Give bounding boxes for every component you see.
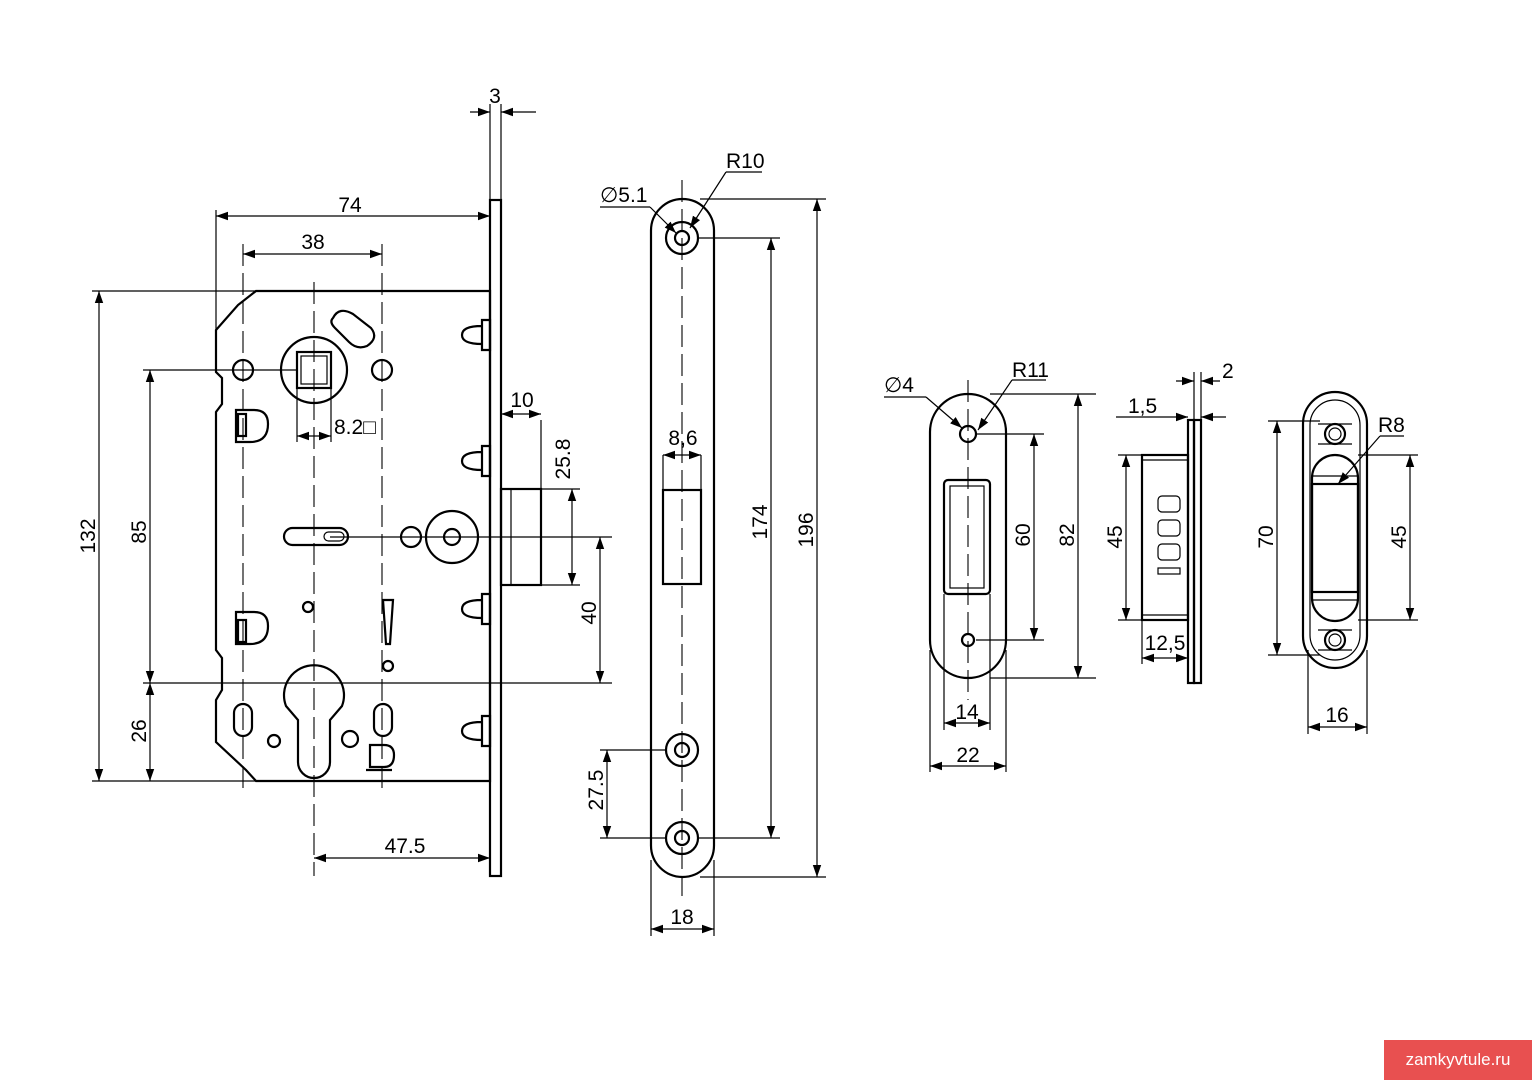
strike-front-window — [1310, 482, 1360, 594]
dim-backset: 38 — [301, 231, 324, 254]
dim-length: 196 — [795, 512, 818, 547]
dim-strike-window-width: 14 — [955, 701, 979, 724]
dim-front-hole-spacing: 70 — [1255, 525, 1278, 548]
dim-strike-hole-spacing: 60 — [1012, 523, 1035, 546]
dim-cylinder-backset: 47.5 — [385, 835, 426, 858]
strike-front-outline — [1301, 390, 1369, 670]
faceplate-pins — [460, 318, 492, 748]
strike-plate-view: ∅4 R11 60 82 14 22 — [884, 359, 1096, 772]
strike-front-view: R8 70 45 16 — [1255, 390, 1418, 734]
strike-side-view: 2 1,5 45 12,5 — [1104, 360, 1234, 685]
lock-body-outline — [214, 289, 492, 783]
lock-body-view: 3 74 38 8.2□ 132 85 26 10 25.8 — [77, 85, 612, 878]
dim-hole-diameter: ∅5.1 — [600, 184, 648, 207]
dim-side-box-height: 45 — [1104, 525, 1127, 548]
watermark-badge[interactable]: zamkyvtule.ru — [1384, 1040, 1532, 1080]
dim-side-plate-thickness: 2 — [1222, 360, 1234, 383]
dim-cylinder-to-bottom: 26 — [128, 719, 151, 742]
faceplate-view: 8,6 ∅5.1 R10 174 196 27.5 18 — [585, 150, 826, 936]
dim-side-box-depth: 12,5 — [1145, 632, 1186, 655]
dim-handle-to-cylinder: 85 — [128, 520, 151, 543]
dim-end-radius: R10 — [726, 150, 765, 173]
faceplate-edge — [488, 198, 503, 878]
dim-body-height: 132 — [77, 518, 100, 553]
dim-strike-width: 22 — [956, 744, 979, 767]
dim-latch-projection: 10 — [510, 389, 533, 412]
dim-lower-hole-spacing: 27.5 — [585, 770, 608, 811]
dim-front-width: 16 — [1325, 704, 1348, 727]
dim-width: 18 — [670, 906, 693, 929]
strike-window-outer — [942, 478, 992, 596]
dim-front-window-height: 45 — [1388, 525, 1411, 548]
dim-latch-to-cylinder: 40 — [578, 601, 601, 624]
dim-strike-hole-diameter: ∅4 — [884, 374, 914, 397]
faceplate-latch-window — [661, 488, 703, 586]
dim-body-width: 74 — [338, 194, 362, 217]
strike-side-box — [1140, 453, 1190, 622]
dim-latch-window: 8,6 — [668, 427, 697, 450]
dim-hole-spacing: 174 — [749, 504, 772, 539]
dim-front-radius: R8 — [1378, 414, 1405, 437]
dim-strike-end-radius: R11 — [1012, 359, 1049, 382]
dim-strike-length: 82 — [1056, 523, 1079, 546]
dim-spindle-square: 8.2□ — [334, 416, 376, 439]
dim-faceplate-thickness: 3 — [489, 85, 501, 108]
dim-latch-height: 25.8 — [552, 439, 575, 480]
dim-side-flange: 1,5 — [1128, 395, 1157, 418]
